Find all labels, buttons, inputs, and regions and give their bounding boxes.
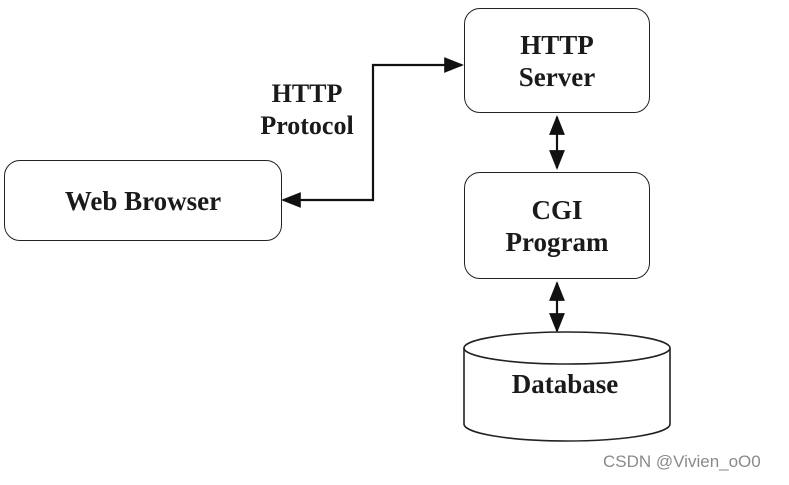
watermark-text: CSDN @Vivien_oO0 [603,452,761,471]
cgi-program-label-line2: Program [505,226,609,257]
web-browser-node: Web Browser [4,160,282,241]
http-protocol-label-line1: HTTP [271,79,343,108]
http-protocol-label: HTTP Protocol [244,78,370,142]
database-label: Database [511,369,619,399]
web-browser-label: Web Browser [64,185,222,216]
http-protocol-connector [281,57,464,208]
http-server-node: HTTP Server [464,8,650,113]
cgi-program-label-line1: CGI [531,194,583,225]
http-protocol-label-line2: Protocol [260,111,354,140]
http-server-label-line2: Server [518,61,596,92]
http-server-label-line1: HTTP [520,29,594,60]
cgi-program-node: CGI Program [464,172,650,279]
database-cylinder [463,331,671,442]
